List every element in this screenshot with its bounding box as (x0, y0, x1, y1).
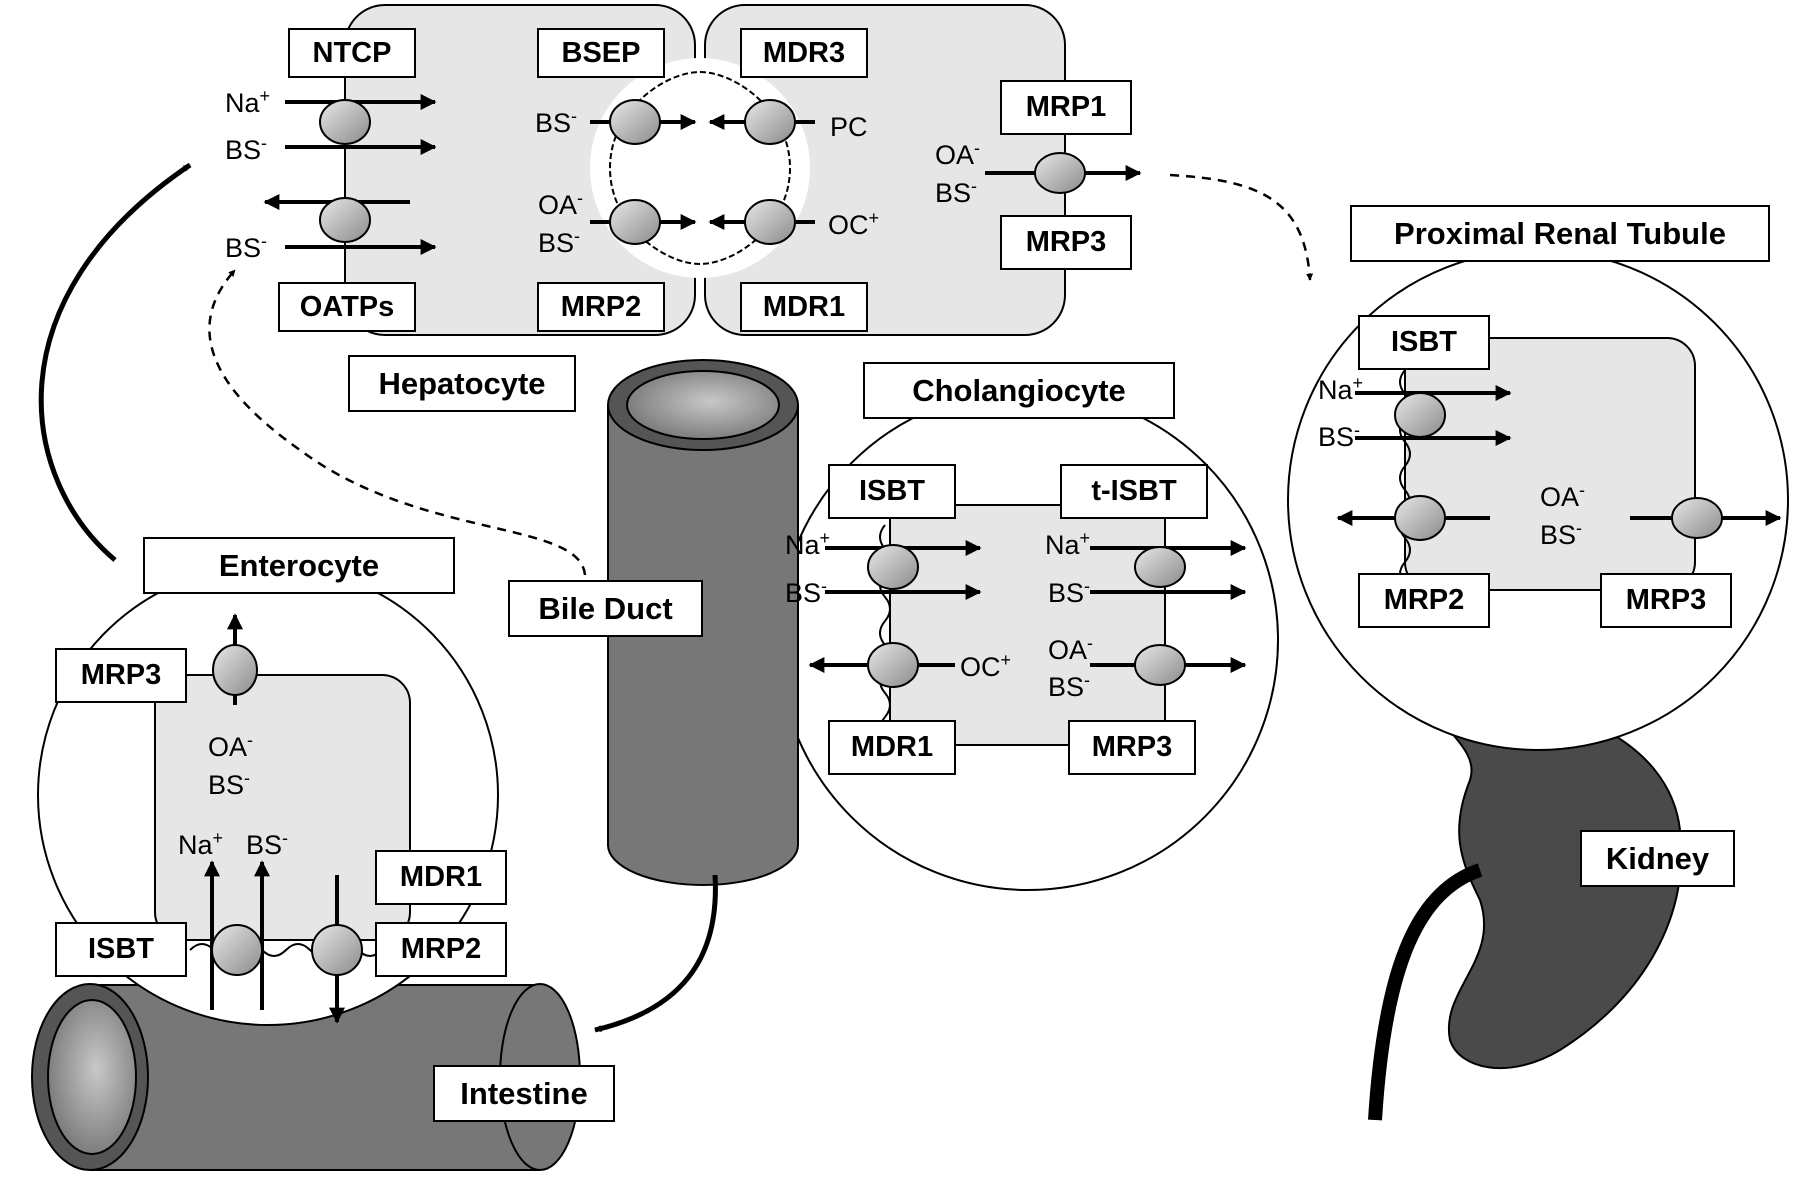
oatps-label: OATPs (278, 282, 416, 332)
mdr1-hepatocyte-label: MDR1 (740, 282, 868, 332)
species-bs-canal: BS- (535, 106, 578, 138)
bile-duct-label: Bile Duct (508, 580, 703, 637)
bsep-label: BSEP (537, 28, 665, 78)
proximal-renal-tubule-label: Proximal Renal Tubule (1350, 205, 1770, 262)
species-bs-hep-2: BS- (225, 231, 268, 263)
kidney-shape (1368, 697, 1683, 1121)
enterocyte-label: Enterocyte (143, 537, 455, 594)
mrp1-label: MRP1 (1000, 80, 1132, 135)
species-bs-hep-1: BS- (225, 133, 268, 165)
mrp3-hepatocyte-label: MRP3 (1000, 215, 1132, 270)
circulation-arrows (38, 162, 1314, 1033)
mrp3-enterocyte-label: MRP3 (55, 648, 187, 703)
mrp2-kidney-label: MRP2 (1358, 573, 1490, 628)
mrp3-cholangiocyte-label: MRP3 (1068, 720, 1196, 775)
t-isbt-label: t-ISBT (1060, 464, 1208, 519)
species-oc-canal: OC+ (828, 208, 880, 240)
mrp3-kidney-label: MRP3 (1600, 573, 1732, 628)
cholangiocyte-label: Cholangiocyte (863, 362, 1175, 419)
species-bs-ent: BS- (208, 768, 251, 800)
species-oa-kid: OA- (1540, 480, 1586, 512)
species-bs-chol-3: BS- (1048, 670, 1091, 702)
ntcp-label: NTCP (288, 28, 416, 78)
species-na-ent: Na+ (178, 828, 224, 860)
hepatocyte-cell (344, 4, 1066, 336)
species-bs-ent-2: BS- (246, 828, 289, 860)
species-bs-kid-2: BS- (1540, 518, 1583, 550)
species-bs-basolateral: BS- (935, 176, 978, 208)
species-na-hep: Na+ (225, 86, 271, 118)
species-bs-kid: BS- (1318, 420, 1361, 452)
species-na-chol-2: Na+ (1045, 528, 1091, 560)
species-pc: PC (830, 112, 868, 142)
species-bs-chol-2: BS- (1048, 576, 1091, 608)
kidney-label: Kidney (1580, 830, 1735, 887)
species-oa-basolateral: OA- (935, 138, 981, 170)
mdr1-enterocyte-label: MDR1 (375, 850, 507, 905)
species-na-kid: Na+ (1318, 373, 1364, 405)
species-bs-canal-2: BS- (538, 226, 581, 258)
species-bs-chol-1: BS- (785, 576, 828, 608)
mdr3-label: MDR3 (740, 28, 868, 78)
species-oa-canal: OA- (538, 188, 584, 220)
species-oa-chol: OA- (1048, 633, 1094, 665)
species-na-chol-1: Na+ (785, 528, 831, 560)
mrp2-enterocyte-label: MRP2 (375, 922, 507, 977)
isbt-kidney-label: ISBT (1358, 315, 1490, 370)
mrp2-hepatocyte-label: MRP2 (537, 282, 665, 332)
isbt-cholangiocyte-label: ISBT (828, 464, 956, 519)
species-oa-ent: OA- (208, 730, 254, 762)
intestine-label: Intestine (433, 1065, 615, 1122)
mdr1-cholangiocyte-label: MDR1 (828, 720, 956, 775)
hepatocyte-label: Hepatocyte (348, 355, 576, 412)
species-oc-chol: OC+ (960, 650, 1012, 682)
isbt-enterocyte-label: ISBT (55, 922, 187, 977)
transporter-ovals (211, 99, 1723, 976)
